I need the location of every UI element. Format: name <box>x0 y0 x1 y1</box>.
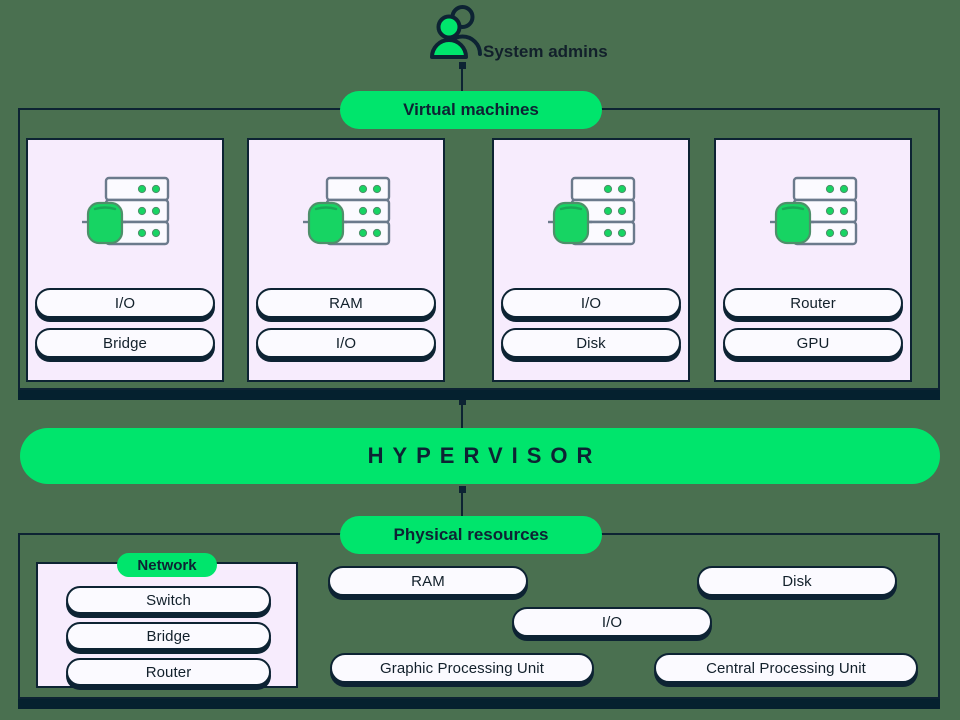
network-card: Switch Bridge Router <box>36 562 298 688</box>
vm-item-pill[interactable]: Bridge <box>35 328 215 358</box>
server-rack-icon <box>546 172 642 263</box>
vm-item-pill[interactable]: RAM <box>256 288 436 318</box>
physical-resources-title: Physical resources <box>340 516 602 554</box>
physical-resource-pill-ram[interactable]: RAM <box>328 566 528 596</box>
vm-item-pill[interactable]: Disk <box>501 328 681 358</box>
physical-resource-pill-disk[interactable]: Disk <box>697 566 897 596</box>
vm-card[interactable]: Router GPU <box>714 138 912 382</box>
server-rack-icon <box>80 172 176 263</box>
hypervisor-bar[interactable]: HYPERVISOR <box>20 428 940 484</box>
virtual-machines-title: Virtual machines <box>340 91 602 129</box>
two-people-icon <box>430 4 482 65</box>
vm-item-pill[interactable]: Router <box>723 288 903 318</box>
server-rack-icon <box>768 172 864 263</box>
vm-card[interactable]: I/O Disk <box>492 138 690 382</box>
vm-card[interactable]: RAM I/O <box>247 138 445 382</box>
server-rack-icon <box>301 172 397 263</box>
vm-item-pill[interactable]: I/O <box>501 288 681 318</box>
system-admins-row: System admins <box>430 4 608 65</box>
physical-resource-pill-io[interactable]: I/O <box>512 607 712 637</box>
connector-hypervisor-to-physical <box>461 489 463 520</box>
connector-vms-to-hypervisor <box>461 400 463 432</box>
network-item-pill[interactable]: Router <box>66 658 271 686</box>
vm-item-pill[interactable]: I/O <box>256 328 436 358</box>
physical-resource-pill-cpu[interactable]: Central Processing Unit <box>654 653 918 683</box>
vm-item-pill[interactable]: I/O <box>35 288 215 318</box>
network-title: Network <box>117 553 217 577</box>
network-item-pill[interactable]: Bridge <box>66 622 271 650</box>
vm-item-pill[interactable]: GPU <box>723 328 903 358</box>
physical-resource-pill-gpu[interactable]: Graphic Processing Unit <box>330 653 594 683</box>
connector-admins-to-vms <box>461 65 463 95</box>
vm-card[interactable]: I/O Bridge <box>26 138 224 382</box>
system-admins-label: System admins <box>483 42 608 61</box>
network-item-pill[interactable]: Switch <box>66 586 271 614</box>
